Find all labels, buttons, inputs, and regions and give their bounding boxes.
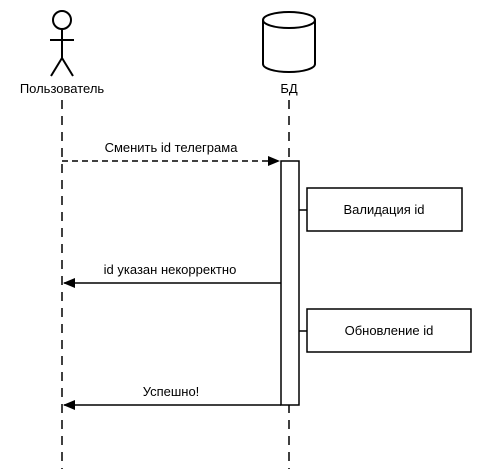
actor-user-icon: [50, 10, 74, 77]
message-label-change-telegram-id: Сменить id телеграма: [105, 140, 239, 155]
message-label-incorrect-id: id указан некорректно: [104, 262, 237, 277]
note-box-validation: [306, 187, 463, 232]
database-icon: [262, 11, 316, 73]
message-label-success: Успешно!: [143, 384, 200, 399]
note-box-update: [306, 308, 472, 353]
participant-user-label: Пользователь: [20, 81, 105, 96]
activation-bar: [280, 160, 300, 406]
note-label-validation: Валидация id: [343, 202, 424, 217]
participant-db-label: БД: [280, 81, 298, 96]
note-label-update: Обновление id: [345, 323, 434, 338]
